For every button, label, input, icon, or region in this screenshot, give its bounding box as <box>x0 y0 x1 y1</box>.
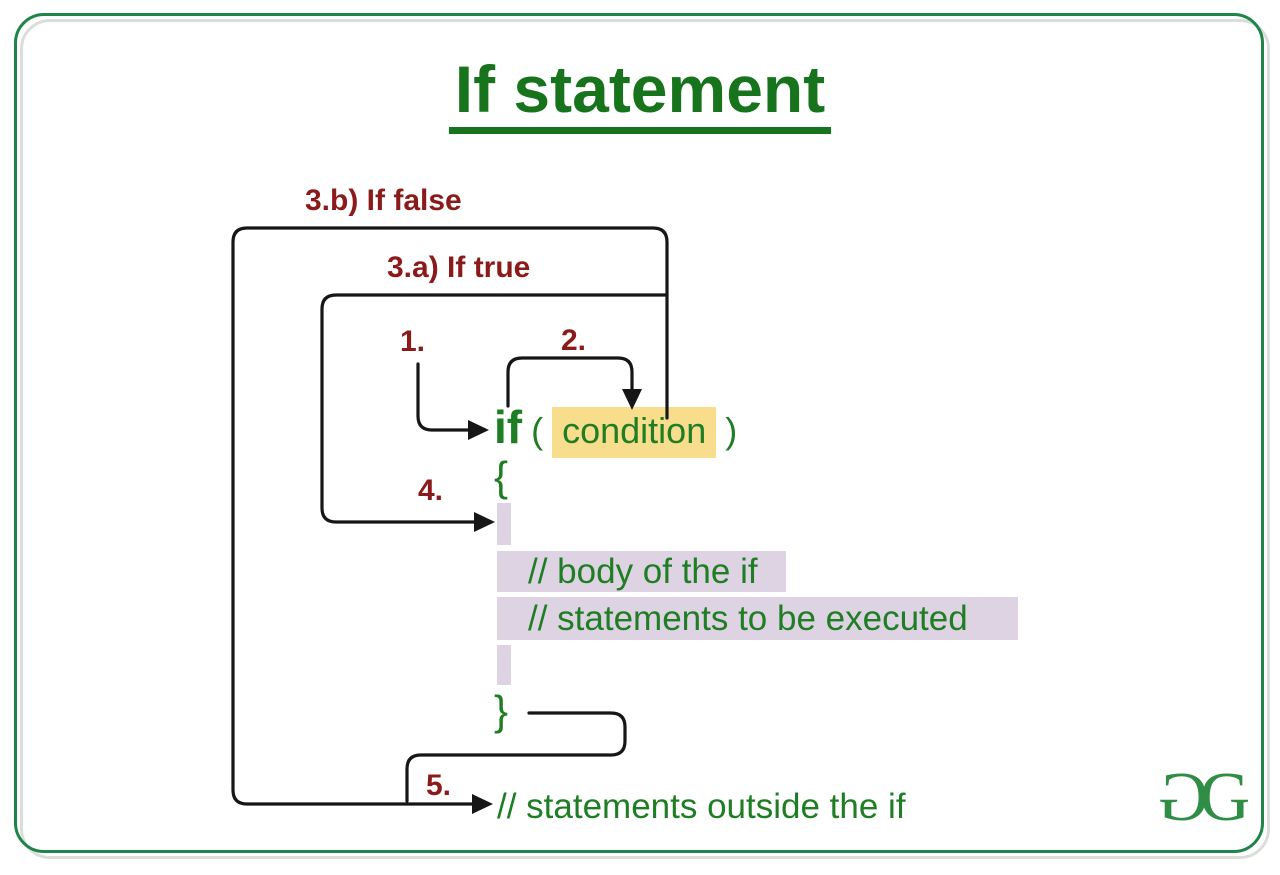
logo-g: G <box>1199 759 1251 836</box>
code-paren-close: ) <box>725 410 738 451</box>
code-brace-open: { <box>494 453 509 500</box>
code-condition-highlighted: condition <box>552 407 717 458</box>
label-step-1: 1. <box>400 325 426 358</box>
label-step-2: 2. <box>561 324 587 357</box>
code-brace-close: } <box>494 687 509 734</box>
selection-bar-top <box>497 503 511 545</box>
comment-row-body: // body of the if <box>497 551 786 592</box>
comment-outside-text: // statements outside the if <box>497 787 906 826</box>
title-container: If statement <box>0 56 1280 134</box>
label-step-4: 4. <box>418 474 444 507</box>
comment-statements-text: // statements to be executed <box>528 598 968 638</box>
page-title: If statement <box>448 56 832 134</box>
comment-body-text: // body of the if <box>528 551 758 591</box>
code-if-statement-line: if ( condition ) <box>494 404 746 458</box>
logo-g-mirrored: G <box>1158 759 1209 836</box>
slide-border-shadow <box>20 19 1270 859</box>
code-if-keyword: if <box>494 401 523 453</box>
code-paren-open: ( <box>531 410 544 451</box>
label-step-5: 5. <box>426 769 452 802</box>
selection-bar-bottom <box>497 645 511 685</box>
comment-row-statements: // statements to be executed <box>497 597 1018 640</box>
label-step-3b-if-false: 3.b) If false <box>305 184 462 217</box>
label-step-3a-if-true: 3.a) If true <box>387 251 531 284</box>
slide-border <box>14 13 1264 853</box>
geeksforgeeks-logo: GG <box>1158 759 1250 836</box>
